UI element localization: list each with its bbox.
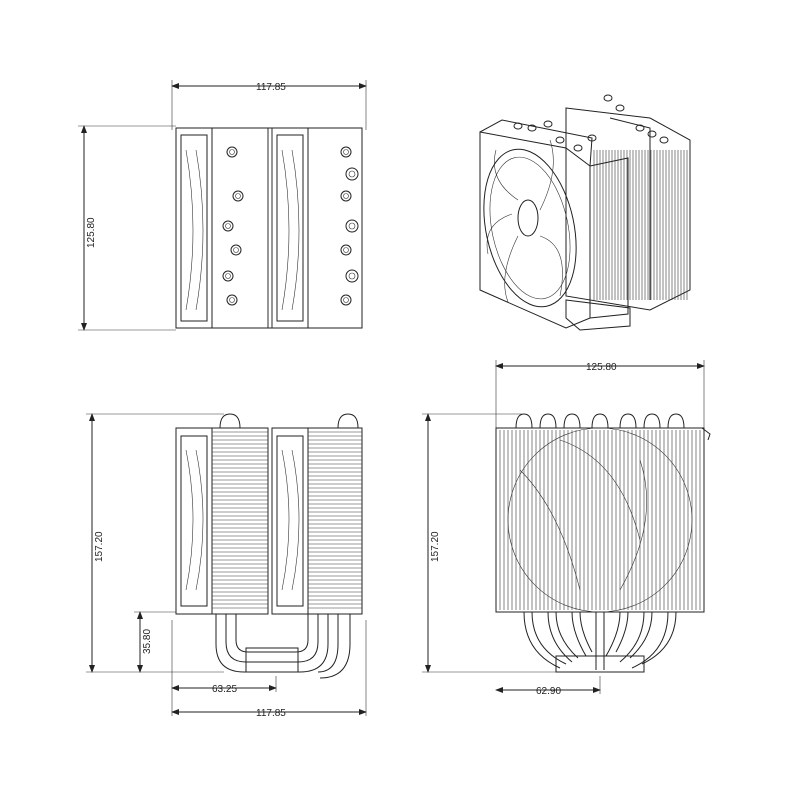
side-offset-label: 63.25 <box>212 684 237 695</box>
side-view: 157.20 35.80 63.25 117.85 <box>86 413 367 719</box>
front-base-label: 62.90 <box>536 686 561 697</box>
front-heatpipe-tops <box>515 413 685 429</box>
iso-heatpipe-tops <box>513 94 669 152</box>
side-base-label: 35.80 <box>142 629 153 654</box>
side-height-label: 157.20 <box>94 531 105 562</box>
front-height-label: 157.20 <box>430 531 441 562</box>
front-view: 125.80 157.20 62.90 <box>422 360 711 697</box>
top-width-label: 117.85 <box>256 82 286 93</box>
isometric-view <box>479 94 691 331</box>
top-height-label: 125.80 <box>86 217 97 248</box>
top-heatpipes <box>222 146 359 306</box>
front-width-label: 125.80 <box>586 362 617 373</box>
top-view: 117.85 125.80 <box>78 80 367 331</box>
front-heatpipes-lower <box>523 611 677 670</box>
side-width-label: 117.85 <box>256 708 286 719</box>
